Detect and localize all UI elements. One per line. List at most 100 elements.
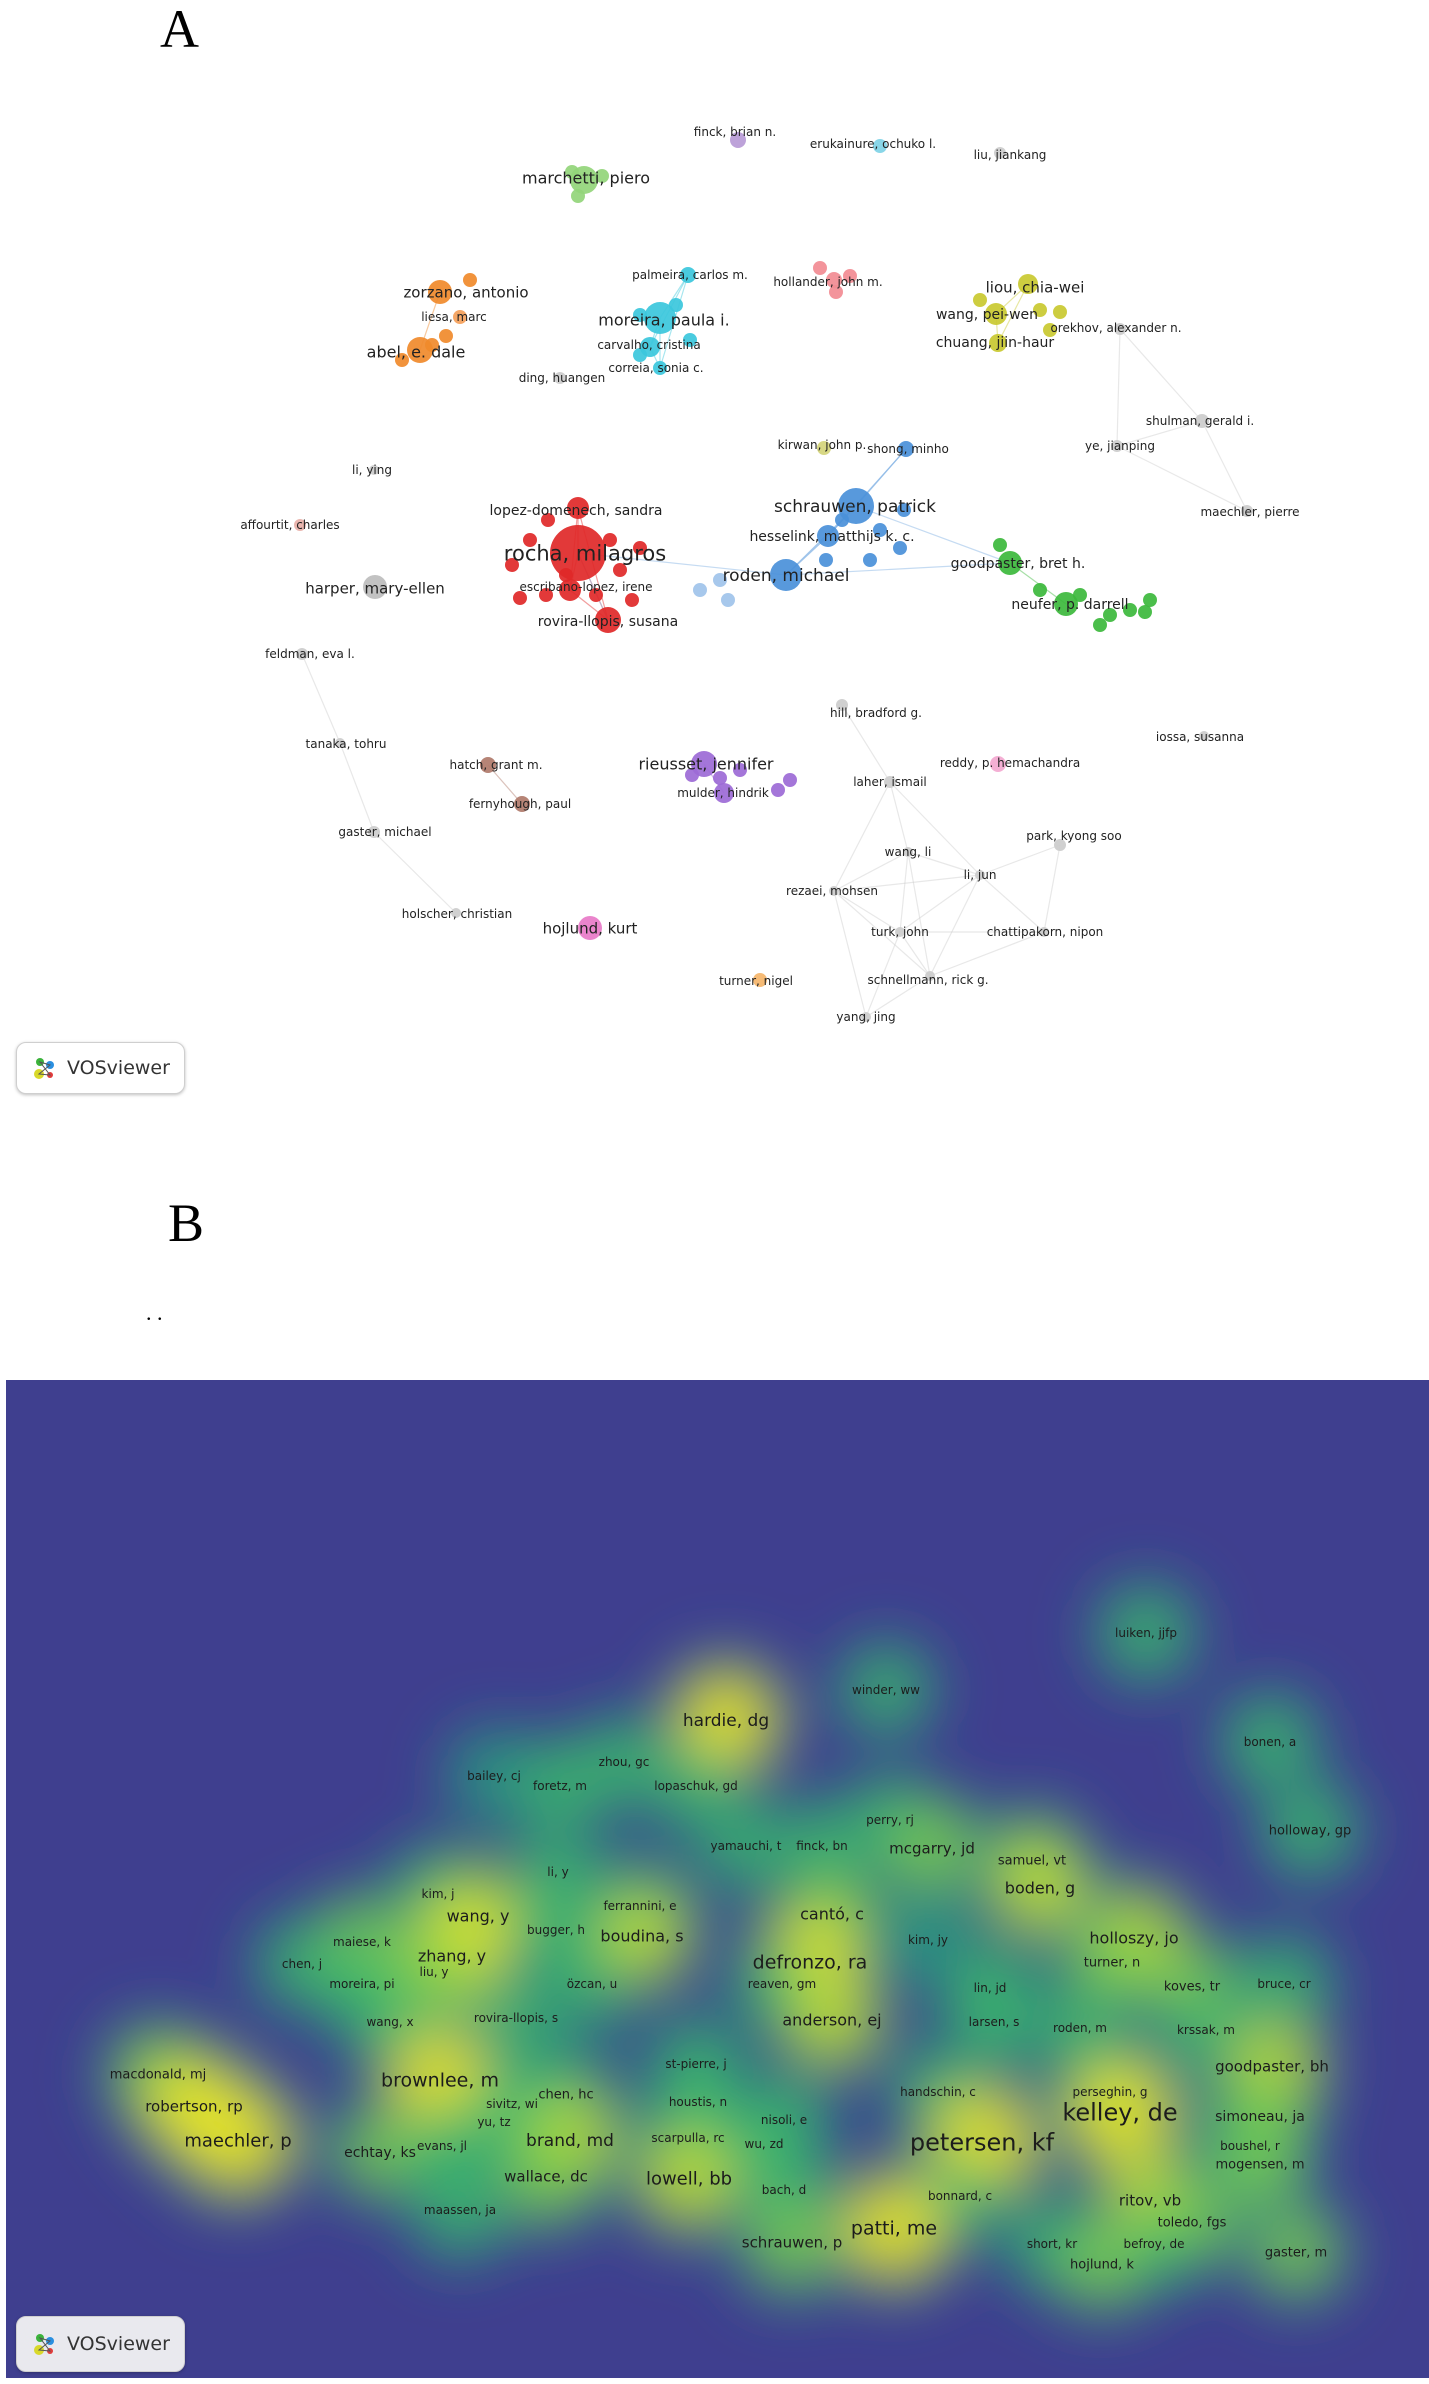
density-peak bbox=[677, 1671, 775, 1769]
node-zorzano-antonio bbox=[428, 280, 452, 304]
node-label-chuang-jiin-haur: chuang, jiin-haur bbox=[936, 335, 1055, 351]
network-node-minor bbox=[625, 593, 639, 607]
node-label-kirwan-john-p: kirwan, john p. bbox=[778, 438, 867, 452]
network-node-minor bbox=[1138, 605, 1152, 619]
density-peak bbox=[789, 1977, 875, 2063]
density-label-hardie-dg: hardie, dg bbox=[683, 1711, 769, 1731]
network-edge bbox=[833, 874, 981, 892]
network-edge bbox=[577, 552, 787, 576]
network-node-minor bbox=[589, 588, 603, 602]
network-labels: finck, brian n.erukainure, ochuko l.liu,… bbox=[240, 125, 1299, 1024]
panel-b-dots: . . bbox=[146, 1300, 163, 1325]
node-rovira-llopis-susana bbox=[595, 607, 621, 633]
density-label-handschin-c: handschin, c bbox=[900, 2085, 976, 2099]
density-label-brownlee-m: brownlee, m bbox=[381, 2070, 499, 2092]
network-edge bbox=[907, 851, 981, 876]
network-node-minor bbox=[843, 269, 857, 283]
network-node-minor bbox=[713, 573, 727, 587]
node-label-tanaka-tohru: tanaka, tohru bbox=[306, 737, 387, 751]
network-edge bbox=[997, 283, 1029, 344]
density-label-samuel-vt: samuel, vt bbox=[998, 1854, 1066, 1869]
node-rocha-milagros bbox=[550, 525, 606, 581]
density-label-zhou-gc: zhou, gc bbox=[599, 1755, 650, 1769]
density-label-lowell-bb: lowell, bb bbox=[646, 2168, 732, 2189]
node-label-marchetti-piero: marchetti, piero bbox=[522, 169, 650, 188]
density-peak bbox=[890, 1806, 974, 1890]
density-label-mcgarry-jd: mcgarry, jd bbox=[889, 1839, 975, 1857]
density-label-nisoli-e: nisoli, e bbox=[761, 2113, 807, 2127]
node-label-rovira-llopis-susana: rovira-llopis, susana bbox=[538, 614, 678, 630]
density-peak bbox=[712, 1812, 780, 1880]
density-label-bruce-cr: bruce, cr bbox=[1257, 1977, 1310, 1991]
network-edge bbox=[899, 874, 981, 933]
network-edge bbox=[929, 931, 1045, 977]
coauthor-network-map: finck, brian n.erukainure, ochuko l.liu,… bbox=[240, 125, 1299, 1024]
network-node-minor bbox=[539, 588, 553, 602]
density-label-simoneau-ja: simoneau, ja bbox=[1215, 2109, 1305, 2125]
density-label-roden-m: roden, m bbox=[1053, 2021, 1107, 2035]
density-label-petersen-kf: petersen, kf bbox=[910, 2128, 1055, 2156]
node-yang-jing bbox=[861, 1012, 871, 1022]
panel-letter-a: A bbox=[160, 0, 199, 59]
node-abel-e-dale bbox=[407, 337, 433, 363]
density-label-befroy-de: befroy, de bbox=[1124, 2237, 1185, 2251]
network-edge bbox=[833, 890, 901, 933]
network-node-minor bbox=[721, 593, 735, 607]
node-finck-brian-n bbox=[730, 132, 746, 148]
network-node-minor bbox=[683, 333, 697, 347]
density-label-brand-md: brand, md bbox=[526, 2131, 614, 2151]
density-label-winder-ww: winder, ww bbox=[852, 1683, 920, 1697]
density-peak bbox=[354, 1986, 426, 2058]
network-edge bbox=[785, 562, 1011, 576]
density-label-ritov-vb: ritov, vb bbox=[1119, 2191, 1181, 2209]
density-peak bbox=[268, 1930, 336, 1998]
network-node-minor bbox=[1053, 305, 1067, 319]
network-edge bbox=[979, 844, 1061, 876]
network-edge bbox=[865, 931, 901, 1018]
node-label-li-ying: li, ying bbox=[352, 463, 392, 477]
node-label-wang-pei-wen: wang, pei-wen bbox=[936, 307, 1038, 323]
network-edge bbox=[1201, 420, 1248, 512]
node-label-escribano-lopez-irene: escribano-lopez, irene bbox=[520, 580, 653, 594]
network-node-minor bbox=[613, 563, 627, 577]
network-node-minor bbox=[733, 763, 747, 777]
node-liesa-marc bbox=[453, 310, 467, 324]
network-edge bbox=[841, 704, 891, 783]
density-label-macdonald-mj: macdonald, mj bbox=[110, 2068, 207, 2083]
panel-letter-b: B bbox=[168, 1193, 205, 1253]
network-node-minor bbox=[1143, 593, 1157, 607]
density-peak bbox=[1234, 1706, 1306, 1778]
density-peak bbox=[504, 2134, 588, 2218]
density-label-bugger-h: bugger, h bbox=[527, 1923, 585, 1937]
network-edge bbox=[889, 781, 909, 853]
network-node-minor bbox=[523, 533, 537, 547]
node-kirwan-john-p bbox=[817, 441, 831, 455]
node-label-iossa-susanna: iossa, susanna bbox=[1156, 730, 1244, 744]
network-node-minor bbox=[771, 783, 785, 797]
network-edge bbox=[339, 742, 375, 833]
node-label-hollander-john-m: hollander, john m. bbox=[773, 275, 882, 289]
network-edge bbox=[899, 931, 931, 977]
network-edge bbox=[487, 764, 523, 805]
network-node-minor bbox=[693, 583, 707, 597]
node-goodpaster-bret-h bbox=[998, 551, 1022, 575]
density-label-sivitz-wi: sivitz, wi bbox=[486, 2097, 538, 2111]
node-li-jun bbox=[975, 870, 985, 880]
density-label-toledo-fgs: toledo, fgs bbox=[1158, 2216, 1227, 2231]
node-label-mulder-hindrik: mulder, hindrik bbox=[677, 786, 769, 800]
network-node-minor bbox=[1043, 323, 1057, 337]
node-label-erukainure-ochuko-l: erukainure, ochuko l. bbox=[810, 137, 936, 151]
density-peak bbox=[1222, 2126, 1298, 2202]
network-edge bbox=[1043, 844, 1061, 933]
node-neufer-p-darrell bbox=[1054, 592, 1078, 616]
density-peak bbox=[895, 1907, 961, 1973]
node-label-li-jun: li, jun bbox=[964, 868, 997, 882]
node-li-ying bbox=[369, 465, 379, 475]
density-label-chen-hc: chen, hc bbox=[538, 2088, 593, 2103]
density-label-wang-x: wang, x bbox=[366, 2015, 413, 2029]
density-label-finck-bn: finck, bn bbox=[796, 1839, 848, 1853]
density-label-scarpulla-rc: scarpulla, rc bbox=[651, 2131, 724, 2145]
network-node-minor bbox=[819, 553, 833, 567]
node-fernyhough-paul bbox=[514, 796, 530, 812]
